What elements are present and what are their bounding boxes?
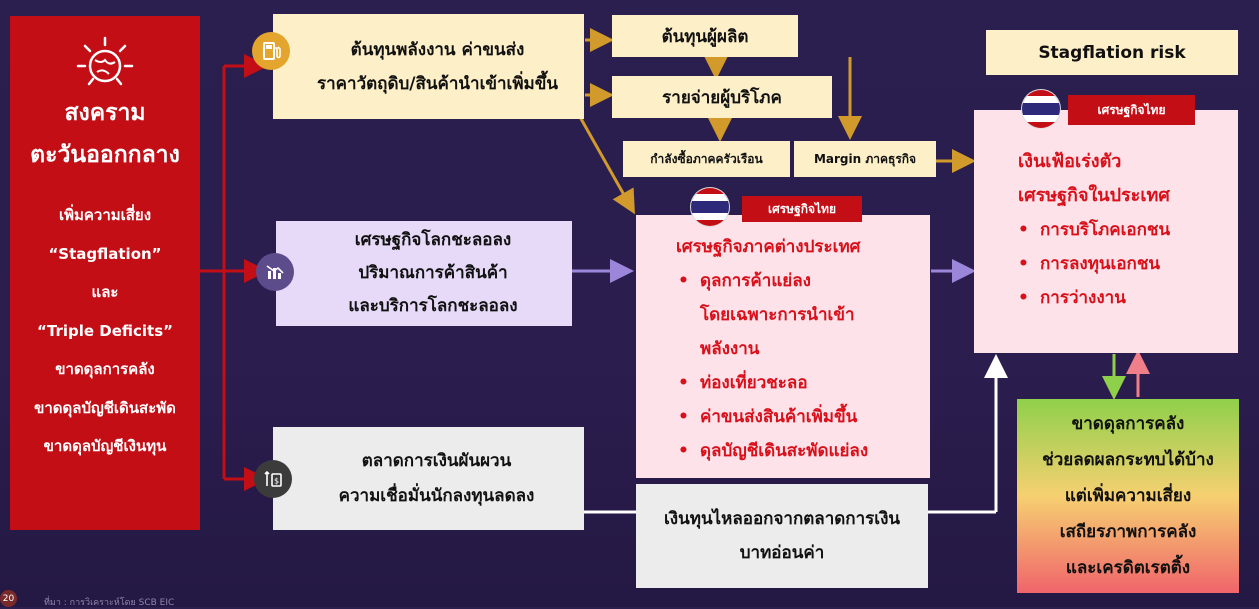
thai-flag-icon [1022, 90, 1060, 128]
panel-title-line1: สงคราม [64, 100, 146, 126]
panel-line: ขาดดุลบัญชีเดินสะพัด [34, 398, 176, 417]
domestic-bullet: การว่างงาน [1014, 281, 1238, 315]
external-bullet: ดุลบัญชีเดินสะพัดแย่ลง [674, 434, 930, 468]
domestic-title1: เงินเฟ้อเร่งตัว [1018, 151, 1122, 172]
external-bullet: ท่องเที่ยวชะลอ [674, 366, 930, 400]
panel-title-line2: ตะวันออกกลาง [30, 142, 180, 168]
panel-line: “Triple Deficits” [37, 321, 173, 340]
global-economy-box: เศรษฐกิจโลกชะลอลง ปริมาณการค้าสินค้า และ… [276, 221, 572, 326]
panel-line: และ [91, 283, 119, 301]
global-line3: และบริการโลกชะลอลง [348, 296, 518, 316]
fiscal-line: ขาดดุลการคลัง [1071, 414, 1185, 434]
business-margin-label: Margin ภาคธุรกิจ [813, 151, 917, 166]
panel-line: เพิ่มความเสี่ยง [58, 206, 152, 224]
financial-market-box: ตลาดการเงินผันผวน ความเชื่อมั่นนักลงทุนล… [273, 427, 584, 530]
fuel-pump-icon [252, 32, 290, 70]
capital-line1: เงินทุนไหลออกจากตลาดการเงิน [664, 509, 900, 529]
energy-line1: ต้นทุนพลังงาน ค่าขนส่ง [350, 39, 525, 60]
thai-flag-icon [691, 188, 729, 226]
external-bullet: ดุลการค้าแย่ลง [674, 264, 930, 298]
chart-down-icon [256, 253, 294, 291]
external-bullet-cont: โดยเฉพาะการนำเข้า [700, 305, 855, 325]
domestic-bullet: การบริโภคเอกชน [1014, 213, 1238, 247]
household-power-label: กำลังซื้อภาคครัวเรือน [650, 151, 763, 166]
stagflation-risk-text: Stagflation risk [1038, 42, 1186, 63]
fiscal-line: แต่เพิ่มความเสี่ยง [1064, 486, 1192, 506]
business-margin-box: Margin ภาคธุรกิจ [794, 141, 936, 177]
capital-outflow-box: เงินทุนไหลออกจากตลาดการเงิน บาทอ่อนค่า [636, 484, 928, 588]
household-power-box: กำลังซื้อภาคครัวเรือน [623, 141, 790, 177]
external-title: เศรษฐกิจภาคต่างประเทศ [676, 237, 861, 257]
global-line1: เศรษฐกิจโลกชะลอลง [354, 230, 512, 250]
consumer-spending-label: รายจ่ายผู้บริโภค [662, 87, 782, 108]
capital-line2: บาทอ่อนค่า [739, 543, 825, 563]
middle-east-war-panel: สงคราม ตะวันออกกลาง เพิ่มความเสี่ยง “Sta… [10, 16, 200, 530]
source-note: ที่มา : การวิเคราะห์โดย SCB EIC [44, 598, 175, 608]
fiscal-deficit-box: ขาดดุลการคลัง ช่วยลดผลกระทบได้บ้าง แต่เพ… [1017, 399, 1239, 593]
fiscal-line: และเครดิตเรตติ้ง [1065, 558, 1191, 578]
domestic-economy-box: เงินเฟ้อเร่งตัว เศรษฐกิจในประเทศ การบริโ… [974, 110, 1238, 353]
thai-economy-badge: เศรษฐกิจไทย [1068, 95, 1195, 125]
global-line2: ปริมาณการค้าสินค้า [358, 263, 508, 283]
finance-line2: ความเชื่อมั่นนักลงทุนลดลง [338, 485, 535, 506]
domestic-title2: เศรษฐกิจในประเทศ [1018, 185, 1170, 206]
producer-cost-label: ต้นทุนผู้ผลิต [661, 26, 749, 47]
stagflation-risk-label: Stagflation risk [986, 30, 1238, 75]
producer-cost-box: ต้นทุนผู้ผลิต [612, 15, 798, 57]
explosion-globe-icon [75, 36, 135, 90]
page-number: 20 [0, 590, 17, 607]
fiscal-line: เสถียรภาพการคลัง [1059, 522, 1197, 542]
panel-line: “Stagflation” [48, 244, 162, 263]
fiscal-line: ช่วยลดผลกระทบได้บ้าง [1042, 450, 1214, 470]
thai-economy-badge: เศรษฐกิจไทย [742, 196, 862, 222]
svg-text:$: $ [274, 477, 279, 486]
external-bullet: ค่าขนส่งสินค้าเพิ่มขึ้น [674, 400, 930, 434]
finance-line1: ตลาดการเงินผันผวน [361, 450, 512, 471]
external-economy-box: เศรษฐกิจภาคต่างประเทศ ดุลการค้าแย่ลง โดย… [636, 215, 930, 478]
domestic-bullet: การลงทุนเอกชน [1014, 247, 1238, 281]
panel-line: ขาดดุลบัญชีเงินทุน [43, 437, 167, 455]
external-bullet-cont: พลังงาน [700, 339, 760, 359]
energy-cost-box: ต้นทุนพลังงาน ค่าขนส่ง ราคาวัตถุดิบ/สินค… [273, 14, 584, 119]
money-volatility-icon: $ [254, 460, 292, 498]
panel-line: ขาดดุลการคลัง [55, 360, 155, 378]
energy-line2: ราคาวัตถุดิบ/สินค้านำเข้าเพิ่มขึ้น [316, 73, 559, 94]
consumer-spending-box: รายจ่ายผู้บริโภค [612, 76, 832, 118]
